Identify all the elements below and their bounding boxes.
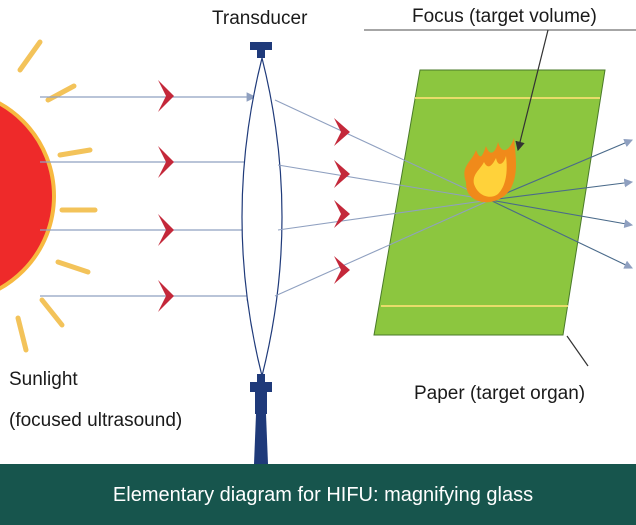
caption-bar: Elementary diagram for HIFU: magnifying … xyxy=(0,464,636,525)
chevron-right-icon xyxy=(158,80,174,312)
caption-text: Elementary diagram for HIFU: magnifying … xyxy=(112,483,534,506)
incoming-rays xyxy=(40,92,257,301)
paper-pointer xyxy=(566,335,589,367)
paper xyxy=(373,69,606,336)
focus-label: Focus (target volume) xyxy=(412,6,597,27)
sunlight-label: Sunlight xyxy=(9,369,78,390)
sun-icon xyxy=(0,101,56,291)
paper-label: Paper (target organ) xyxy=(414,383,586,404)
focus-pointer xyxy=(515,29,549,152)
sunlight-subtitle-label: (focused ultrasound) xyxy=(9,410,183,431)
diverging-rays xyxy=(489,138,634,269)
sun-rays xyxy=(15,39,98,353)
converging-rays xyxy=(274,99,491,297)
flame-icon xyxy=(464,138,516,203)
transducer xyxy=(241,42,283,464)
transducer-label: Transducer xyxy=(212,8,308,29)
chevron-right-icon xyxy=(334,118,350,284)
